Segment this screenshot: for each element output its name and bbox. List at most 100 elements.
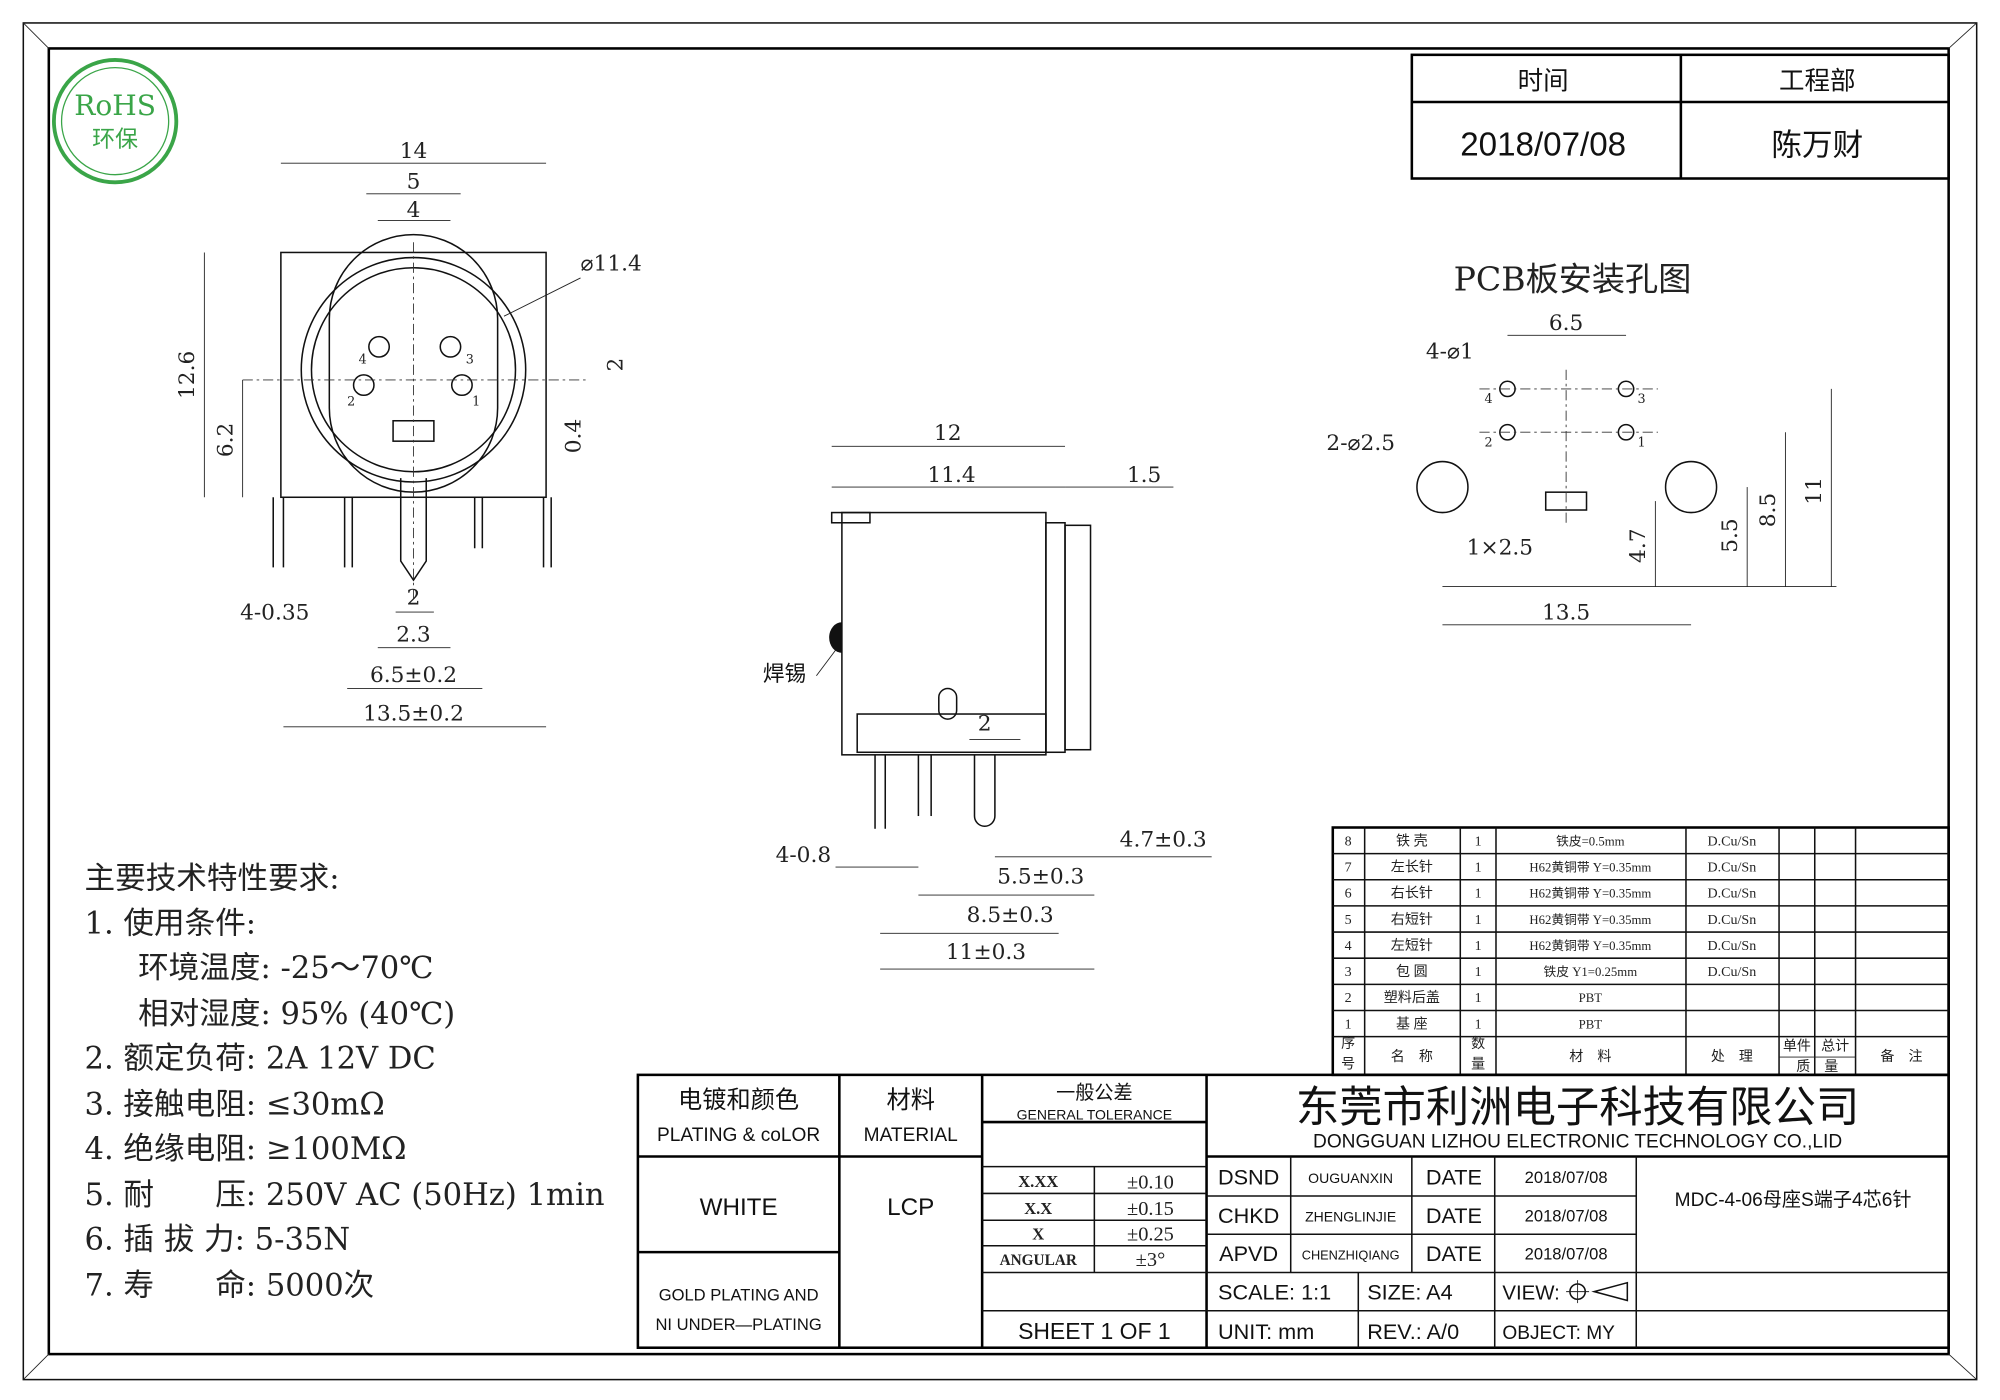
bom-header-remark: 备 注 <box>1880 1048 1922 1065</box>
approval-person: 陈万财 <box>1771 129 1863 163</box>
pcb-title: PCB板安装孔图 <box>1454 260 1692 299</box>
dim-label: 2-⌀2.5 <box>1326 431 1395 456</box>
bom-cell: PBT <box>1579 991 1603 1005</box>
dim-label: 4-⌀1 <box>1426 339 1474 364</box>
dim-label: 0.4 <box>562 419 587 453</box>
material-value: LCP <box>887 1194 934 1221</box>
bom-cell: H62黄铜带 Y=0.35mm <box>1529 939 1651 953</box>
dim-label: 11 <box>1802 477 1827 505</box>
time-header: 时间 <box>1518 67 1569 95</box>
bom-header-unit: 单件 <box>1783 1039 1811 1055</box>
bom-cell: 铁 壳 <box>1396 832 1428 849</box>
bom-cell: 1 <box>1345 1017 1352 1032</box>
specs-title: 主要技术特性要求: <box>85 862 340 897</box>
bom-header-total: 总计 <box>1821 1039 1849 1055</box>
sign-role: DSND <box>1218 1165 1279 1190</box>
tolerance-key: X.XX <box>1018 1172 1058 1191</box>
bom-cell: 4 <box>1345 939 1352 954</box>
bom-header-material: 材 料 <box>1569 1049 1611 1065</box>
bom-cell: 塑料后盖 <box>1384 990 1440 1006</box>
bom-cell: 铁皮 Y1=0.25mm <box>1544 965 1638 979</box>
size-label: SIZE: A4 <box>1367 1279 1452 1304</box>
plating-value-2: NI UNDER—PLATING <box>655 1315 821 1334</box>
bom-cell: 5 <box>1345 913 1352 928</box>
dim-label: 6.5±0.2 <box>370 663 457 688</box>
dim-label: 4 <box>407 198 421 223</box>
tolerance-value: ±0.15 <box>1127 1198 1174 1220</box>
dim-label: 2 <box>407 585 421 610</box>
bom-cell: 6 <box>1345 887 1352 902</box>
technical-requirements: 主要技术特性要求: 1. 使用条件: 环境温度: -25～70℃ 相对湿度: 9… <box>85 862 605 1304</box>
dim-label: 12.6 <box>175 351 200 399</box>
dim-label: 2.3 <box>396 622 430 647</box>
spec-line: 相对湿度: 95% (40℃) <box>138 997 455 1032</box>
dim-label: 1.5 <box>1127 463 1161 488</box>
material-header-en: MATERIAL <box>864 1125 958 1146</box>
spec-line: 5. 耐 压: 250V AC (50Hz) 1min <box>85 1178 605 1213</box>
revision-label: REV.: A/0 <box>1367 1319 1459 1344</box>
bom-header-treatment: 处 理 <box>1711 1049 1753 1065</box>
dept-header: 工程部 <box>1779 67 1856 95</box>
approval-date: 2018/07/08 <box>1460 127 1626 164</box>
pin-label: 2 <box>1485 435 1493 450</box>
dim-label: ⌀11.4 <box>581 251 642 276</box>
bom-cell: 8 <box>1345 834 1352 849</box>
sign-role: APVD <box>1219 1241 1278 1266</box>
bom-header-qty2: 量 <box>1471 1056 1485 1072</box>
sign-date: 2018/07/08 <box>1525 1245 1608 1264</box>
spec-line: 6. 插 拔 力: 5-35N <box>85 1223 351 1258</box>
tolerance-key: ANGULAR <box>1000 1252 1078 1269</box>
material-header-cn: 材料 <box>887 1087 935 1114</box>
bom-cell: 1 <box>1475 939 1482 954</box>
color-value: WHITE <box>700 1194 778 1221</box>
dim-label: 11.4 <box>927 463 975 488</box>
bom-cell: D.Cu/Sn <box>1708 860 1757 875</box>
bom-header-name: 名 称 <box>1391 1049 1433 1065</box>
bom-cell: 1 <box>1475 965 1482 980</box>
bom-header-qty1: 数 <box>1471 1036 1485 1052</box>
bom-header-no1: 序 <box>1341 1036 1355 1052</box>
dim-label: 4-0.35 <box>240 601 309 626</box>
sign-date-label: DATE <box>1426 1203 1482 1228</box>
sign-date-label: DATE <box>1426 1241 1482 1266</box>
tolerance-value: ±3° <box>1136 1249 1166 1271</box>
rohs-logo: RoHS 环保 <box>52 58 179 185</box>
bom-cell: D.Cu/Sn <box>1708 939 1757 954</box>
pin-label: 4 <box>359 352 367 367</box>
bom-cell: 1 <box>1475 1017 1482 1032</box>
front-view: 14 5 4 ⌀11.4 12.6 6.2 2 0.4 2 2.3 4-0.35… <box>175 139 642 728</box>
plating-value-1: GOLD PLATING AND <box>659 1286 819 1305</box>
bom-cell: H62黄铜带 Y=0.35mm <box>1529 887 1651 901</box>
dim-label: 4-0.8 <box>776 843 832 868</box>
dim-label: 8.5±0.3 <box>967 903 1054 928</box>
dim-label: 13.5 <box>1542 601 1590 626</box>
sheet-label: SHEET 1 OF 1 <box>1018 1318 1171 1344</box>
pin-label: 1 <box>1638 435 1646 450</box>
pcb-layout-view: PCB板安装孔图 6.5 4-⌀1 2-⌀2.5 1×2.5 4.7 5.5 8… <box>1326 260 1837 626</box>
drawing-frame <box>22 22 1978 1381</box>
pin-label: 4 <box>1485 392 1493 407</box>
title-block: 电镀和颜色 PLATING & coLOR 材料 MATERIAL 一般公差 G… <box>636 1073 1950 1349</box>
tolerance-value: ±0.25 <box>1127 1224 1174 1246</box>
bom-cell: 基 座 <box>1396 1015 1428 1032</box>
tolerance-header-cn: 一般公差 <box>1056 1082 1132 1104</box>
approval-table: 时间 工程部 2018/07/08 陈万财 <box>1410 53 1950 180</box>
sign-date: 2018/07/08 <box>1525 1206 1608 1225</box>
dim-label: 6.5 <box>1549 311 1583 336</box>
unit-label: UNIT: mm <box>1218 1319 1314 1344</box>
bom-cell: 右长针 <box>1391 886 1433 902</box>
bom-cell: PBT <box>1579 1017 1603 1031</box>
spec-line: 4. 绝缘电阻: ≥100MΩ <box>85 1132 407 1167</box>
dim-label: 4.7 <box>1626 528 1651 562</box>
pin-label: 2 <box>347 394 355 409</box>
bom-cell: H62黄铜带 Y=0.35mm <box>1529 913 1651 927</box>
bom-cell: 包 圆 <box>1396 964 1428 980</box>
dim-label: 5.5 <box>1718 518 1743 552</box>
bom-cell: 铁皮=0.5mm <box>1556 834 1625 848</box>
